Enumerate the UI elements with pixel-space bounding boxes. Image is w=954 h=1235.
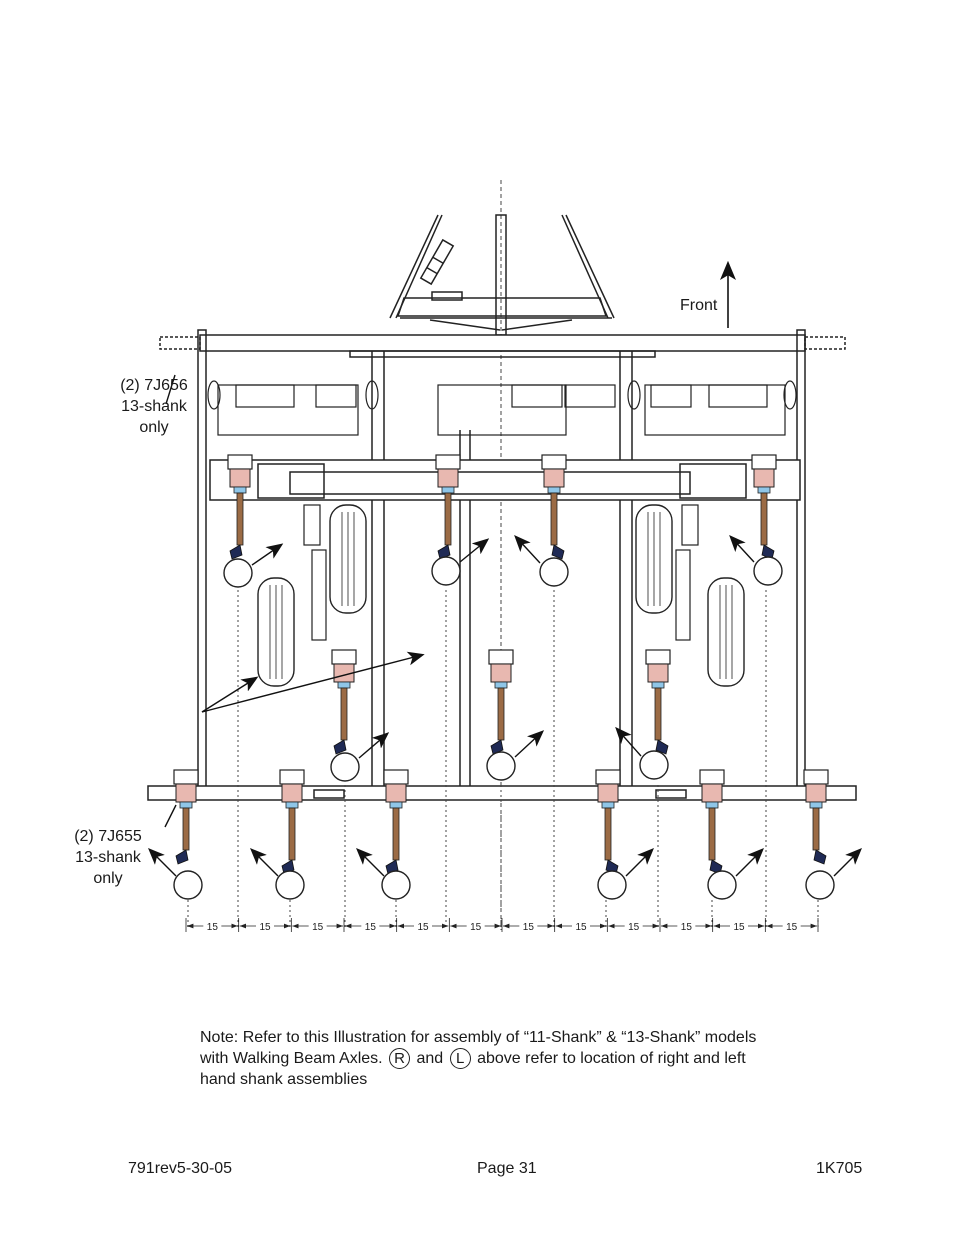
shank-assembly bbox=[279, 769, 305, 875]
spacing-label: 15 bbox=[628, 922, 640, 933]
shank-assembly bbox=[383, 769, 409, 875]
shank-assembly bbox=[645, 649, 671, 755]
spacing-label: 15 bbox=[733, 922, 745, 933]
rear-toolbar bbox=[147, 785, 857, 801]
shank-assembly bbox=[751, 454, 777, 560]
spacing-label: 15 bbox=[259, 922, 271, 933]
footer-center: Page 31 bbox=[477, 1160, 537, 1177]
footer-left: 791rev5-30-05 bbox=[128, 1160, 233, 1177]
callout-7j656: (2) 7J656 13-shank only bbox=[112, 375, 196, 438]
note-line2: with Walking Beam Axles. R and L above r… bbox=[200, 1048, 820, 1069]
footer-right: 1K705 bbox=[816, 1160, 863, 1177]
callout-circle bbox=[173, 870, 203, 900]
callout-7j655: (2) 7J655 13-shank only bbox=[66, 826, 150, 889]
callout-circle bbox=[381, 870, 411, 900]
callout-circle bbox=[707, 870, 737, 900]
callout-7j655-line3: only bbox=[93, 870, 123, 887]
shank-assemblies bbox=[173, 454, 829, 875]
callout-circle bbox=[597, 870, 627, 900]
shank-assembly bbox=[595, 769, 621, 875]
spacing-label: 15 bbox=[365, 922, 377, 933]
hitch-frame bbox=[389, 214, 615, 336]
tire-arms bbox=[303, 504, 699, 641]
note-line2-post: above refer to location of right and lef… bbox=[477, 1050, 746, 1067]
leader-arrows bbox=[148, 374, 862, 877]
callout-circle bbox=[275, 870, 305, 900]
shank-assembly bbox=[435, 454, 461, 560]
shank-assembly bbox=[227, 454, 253, 560]
callout-circle bbox=[805, 870, 835, 900]
spacing-label: 15 bbox=[417, 922, 429, 933]
shank-assembly bbox=[803, 769, 829, 865]
callout-circle bbox=[330, 752, 360, 782]
note-line2-pre: with Walking Beam Axles. bbox=[200, 1050, 383, 1067]
note-line3: hand shank assemblies bbox=[200, 1071, 368, 1088]
shank-assembly bbox=[541, 454, 567, 560]
spacing-label: 15 bbox=[207, 922, 219, 933]
note-and: and bbox=[416, 1050, 444, 1067]
spacing-label: 15 bbox=[786, 922, 798, 933]
callout-7j656-line3: only bbox=[139, 419, 169, 436]
assembly-note: Note: Refer to this Illustration for ass… bbox=[200, 1027, 820, 1090]
front-label: Front bbox=[680, 297, 718, 314]
shank-assembly bbox=[173, 769, 199, 865]
callout-7j655-line2: 13-shank bbox=[75, 849, 141, 866]
callout-circle bbox=[486, 751, 516, 781]
shank-assembly bbox=[331, 649, 357, 755]
shank-assembly bbox=[699, 769, 725, 875]
callout-7j656-line1: (2) 7J656 bbox=[120, 377, 188, 394]
axle-housings bbox=[207, 380, 797, 436]
shank-assembly bbox=[488, 649, 514, 755]
spacing-label: 15 bbox=[523, 922, 535, 933]
callout-circle bbox=[753, 556, 783, 586]
callout-circle bbox=[431, 556, 461, 586]
spacing-label: 15 bbox=[312, 922, 324, 933]
spacing-label: 15 bbox=[575, 922, 587, 933]
callout-circle bbox=[639, 750, 669, 780]
callout-7j656-line2: 13-shank bbox=[121, 398, 187, 415]
spacing-label: 15 bbox=[470, 922, 482, 933]
callout-circle bbox=[539, 557, 569, 587]
callout-7j655-line1: (2) 7J655 bbox=[74, 828, 142, 845]
right-symbol: R bbox=[389, 1048, 411, 1069]
callout-circles bbox=[173, 556, 835, 900]
left-symbol: L bbox=[449, 1048, 471, 1069]
middle-toolbar bbox=[209, 459, 801, 501]
front-toolbar bbox=[159, 334, 846, 358]
spacing-dimensions: 15 15 15 15 15 15 15 15 15 15 15 15 bbox=[185, 918, 819, 933]
note-line1: Note: Refer to this Illustration for ass… bbox=[200, 1029, 757, 1046]
callout-circle bbox=[223, 558, 253, 588]
spacing-label: 15 bbox=[681, 922, 693, 933]
